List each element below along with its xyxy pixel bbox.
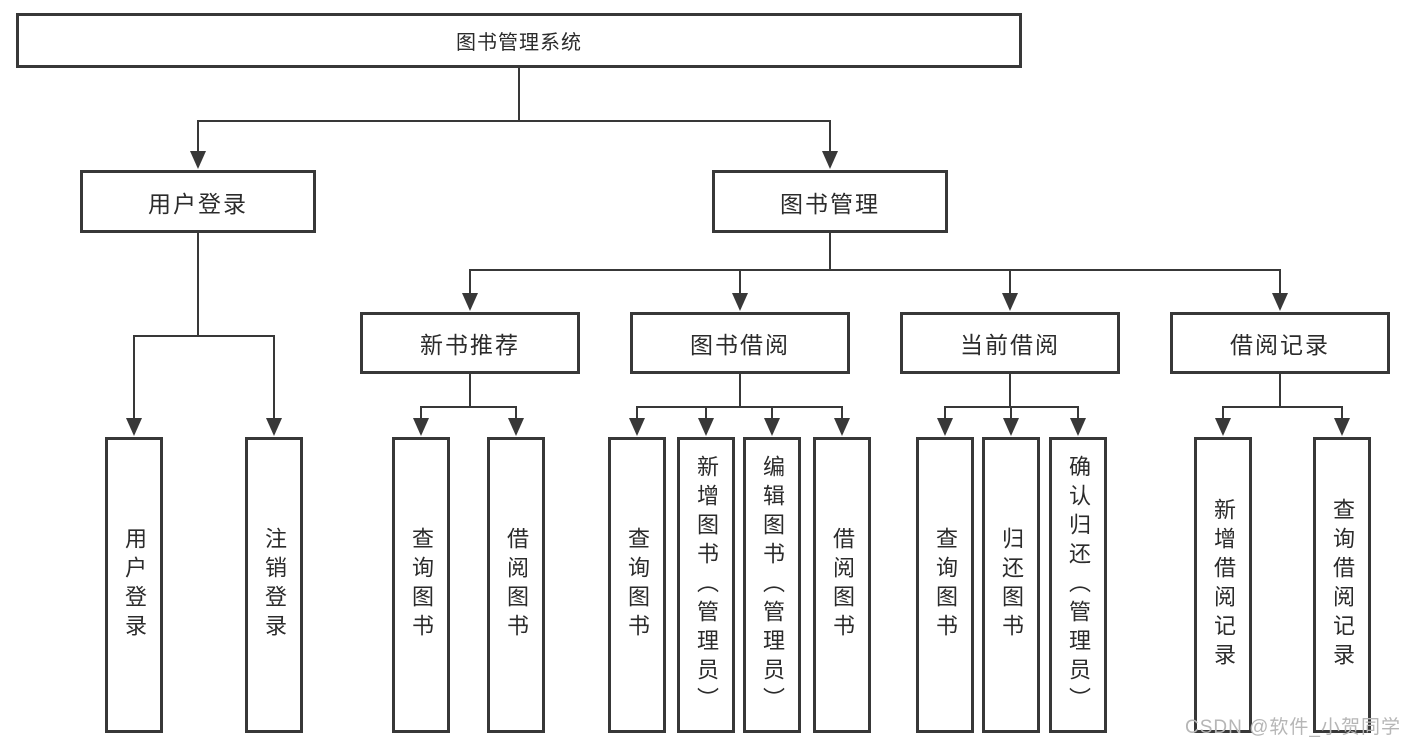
leaf-borrowing-edit-books-admin: 编辑图书（管理员）: [743, 437, 801, 733]
leaf-recommend-borrow-books: 借阅图书: [487, 437, 545, 733]
csdn-watermark: CSDN @软件_小贺同学: [1185, 717, 1401, 738]
leaf-borrowing-query-books-label: 查询图书: [625, 527, 650, 643]
leaf-current-query-books-label: 查询图书: [933, 527, 958, 643]
node-user-login-module: 用户登录: [80, 170, 316, 233]
leaf-recommend-query-books: 查询图书: [392, 437, 450, 733]
leaf-borrowing-add-books-admin-label: 新增图书（管理员）: [694, 454, 719, 716]
leaf-logout-label: 注销登录: [262, 527, 287, 643]
node-new-book-recommend-label: 新书推荐: [420, 332, 520, 358]
leaf-recommend-borrow-books-label: 借阅图书: [504, 527, 529, 643]
node-library-management-system: 图书管理系统: [16, 13, 1022, 68]
node-user-login-module-label: 用户登录: [148, 190, 248, 217]
leaf-current-confirm-return-admin-label: 确认归还（管理员）: [1066, 454, 1091, 716]
node-book-borrowing-label: 图书借阅: [690, 332, 790, 358]
leaf-records-query-record-label: 查询借阅记录: [1330, 498, 1355, 672]
leaf-borrowing-borrow-books-label: 借阅图书: [830, 527, 855, 643]
node-current-borrowing-label: 当前借阅: [960, 332, 1060, 358]
node-current-borrowing: 当前借阅: [900, 312, 1120, 374]
leaf-records-add-record-label: 新增借阅记录: [1211, 498, 1236, 672]
leaf-current-query-books: 查询图书: [916, 437, 974, 733]
leaf-borrowing-add-books-admin: 新增图书（管理员）: [677, 437, 735, 733]
node-book-management-module: 图书管理: [712, 170, 948, 233]
node-book-borrowing: 图书借阅: [630, 312, 850, 374]
node-borrow-records-label: 借阅记录: [1230, 332, 1330, 358]
node-new-book-recommend: 新书推荐: [360, 312, 580, 374]
leaf-user-login: 用户登录: [105, 437, 163, 733]
leaf-recommend-query-books-label: 查询图书: [409, 527, 434, 643]
leaf-current-return-books: 归还图书: [982, 437, 1040, 733]
leaf-user-login-label: 用户登录: [122, 527, 147, 643]
leaf-records-add-record: 新增借阅记录: [1194, 437, 1252, 733]
leaf-current-return-books-label: 归还图书: [999, 527, 1024, 643]
node-library-management-system-label: 图书管理系统: [456, 32, 582, 54]
leaf-logout: 注销登录: [245, 437, 303, 733]
node-book-management-module-label: 图书管理: [780, 190, 880, 217]
leaf-records-query-record: 查询借阅记录: [1313, 437, 1371, 733]
connector-group: [126, 68, 1350, 436]
leaf-borrowing-edit-books-admin-label: 编辑图书（管理员）: [760, 454, 785, 716]
leaf-borrowing-query-books: 查询图书: [608, 437, 666, 733]
leaf-borrowing-borrow-books: 借阅图书: [813, 437, 871, 733]
node-borrow-records: 借阅记录: [1170, 312, 1390, 374]
leaf-current-confirm-return-admin: 确认归还（管理员）: [1049, 437, 1107, 733]
